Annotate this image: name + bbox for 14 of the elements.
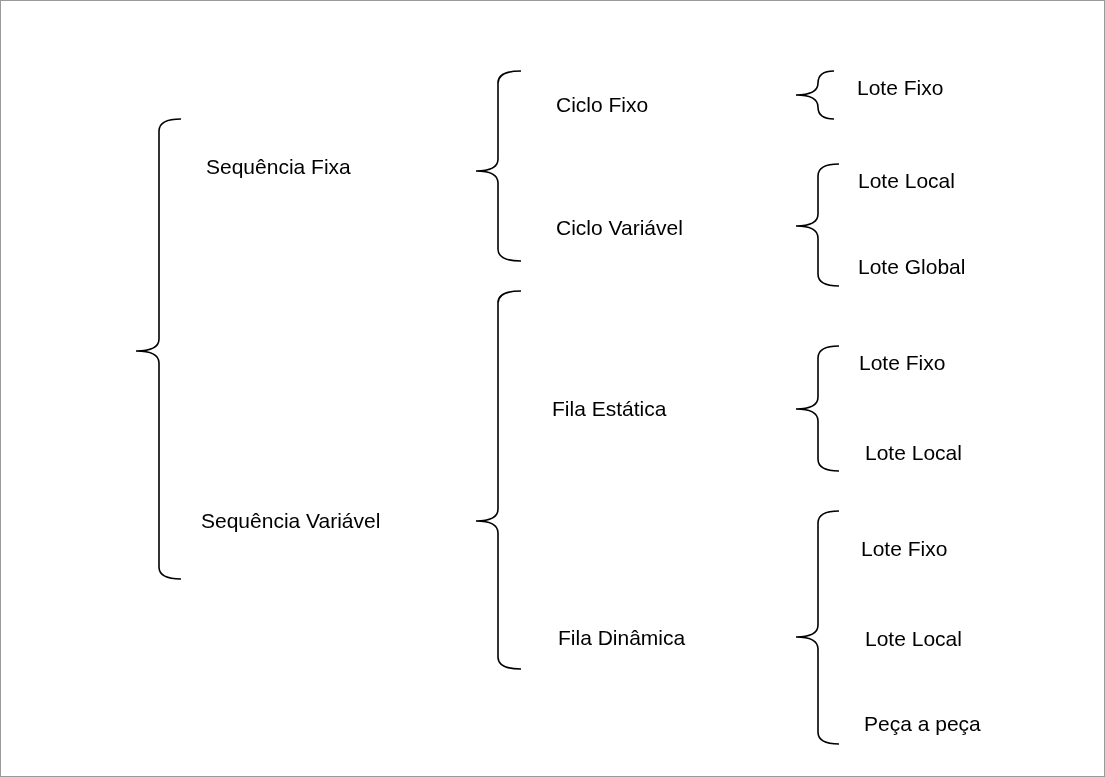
tree-label: Sequência Variável xyxy=(201,508,381,534)
tree-label: Lote Local xyxy=(865,626,962,652)
tree-label: Fila Dinâmica xyxy=(558,625,686,651)
tree-label: Lote Fixo xyxy=(861,536,948,562)
tree-label: Lote Fixo xyxy=(859,350,946,376)
tree-label: Ciclo Fixo xyxy=(556,92,649,118)
tree-label: Ciclo Variável xyxy=(556,215,683,241)
tree-label: Lote Local xyxy=(865,440,962,466)
tree-label: Lote Local xyxy=(858,168,955,194)
tree-label: Lote Fixo xyxy=(857,75,944,101)
tree-label: Peça a peça xyxy=(864,711,981,737)
tree-label: Lote Global xyxy=(858,254,966,280)
tree-label: Fila Estática xyxy=(552,396,667,422)
tree-label: Sequência Fixa xyxy=(206,154,351,180)
